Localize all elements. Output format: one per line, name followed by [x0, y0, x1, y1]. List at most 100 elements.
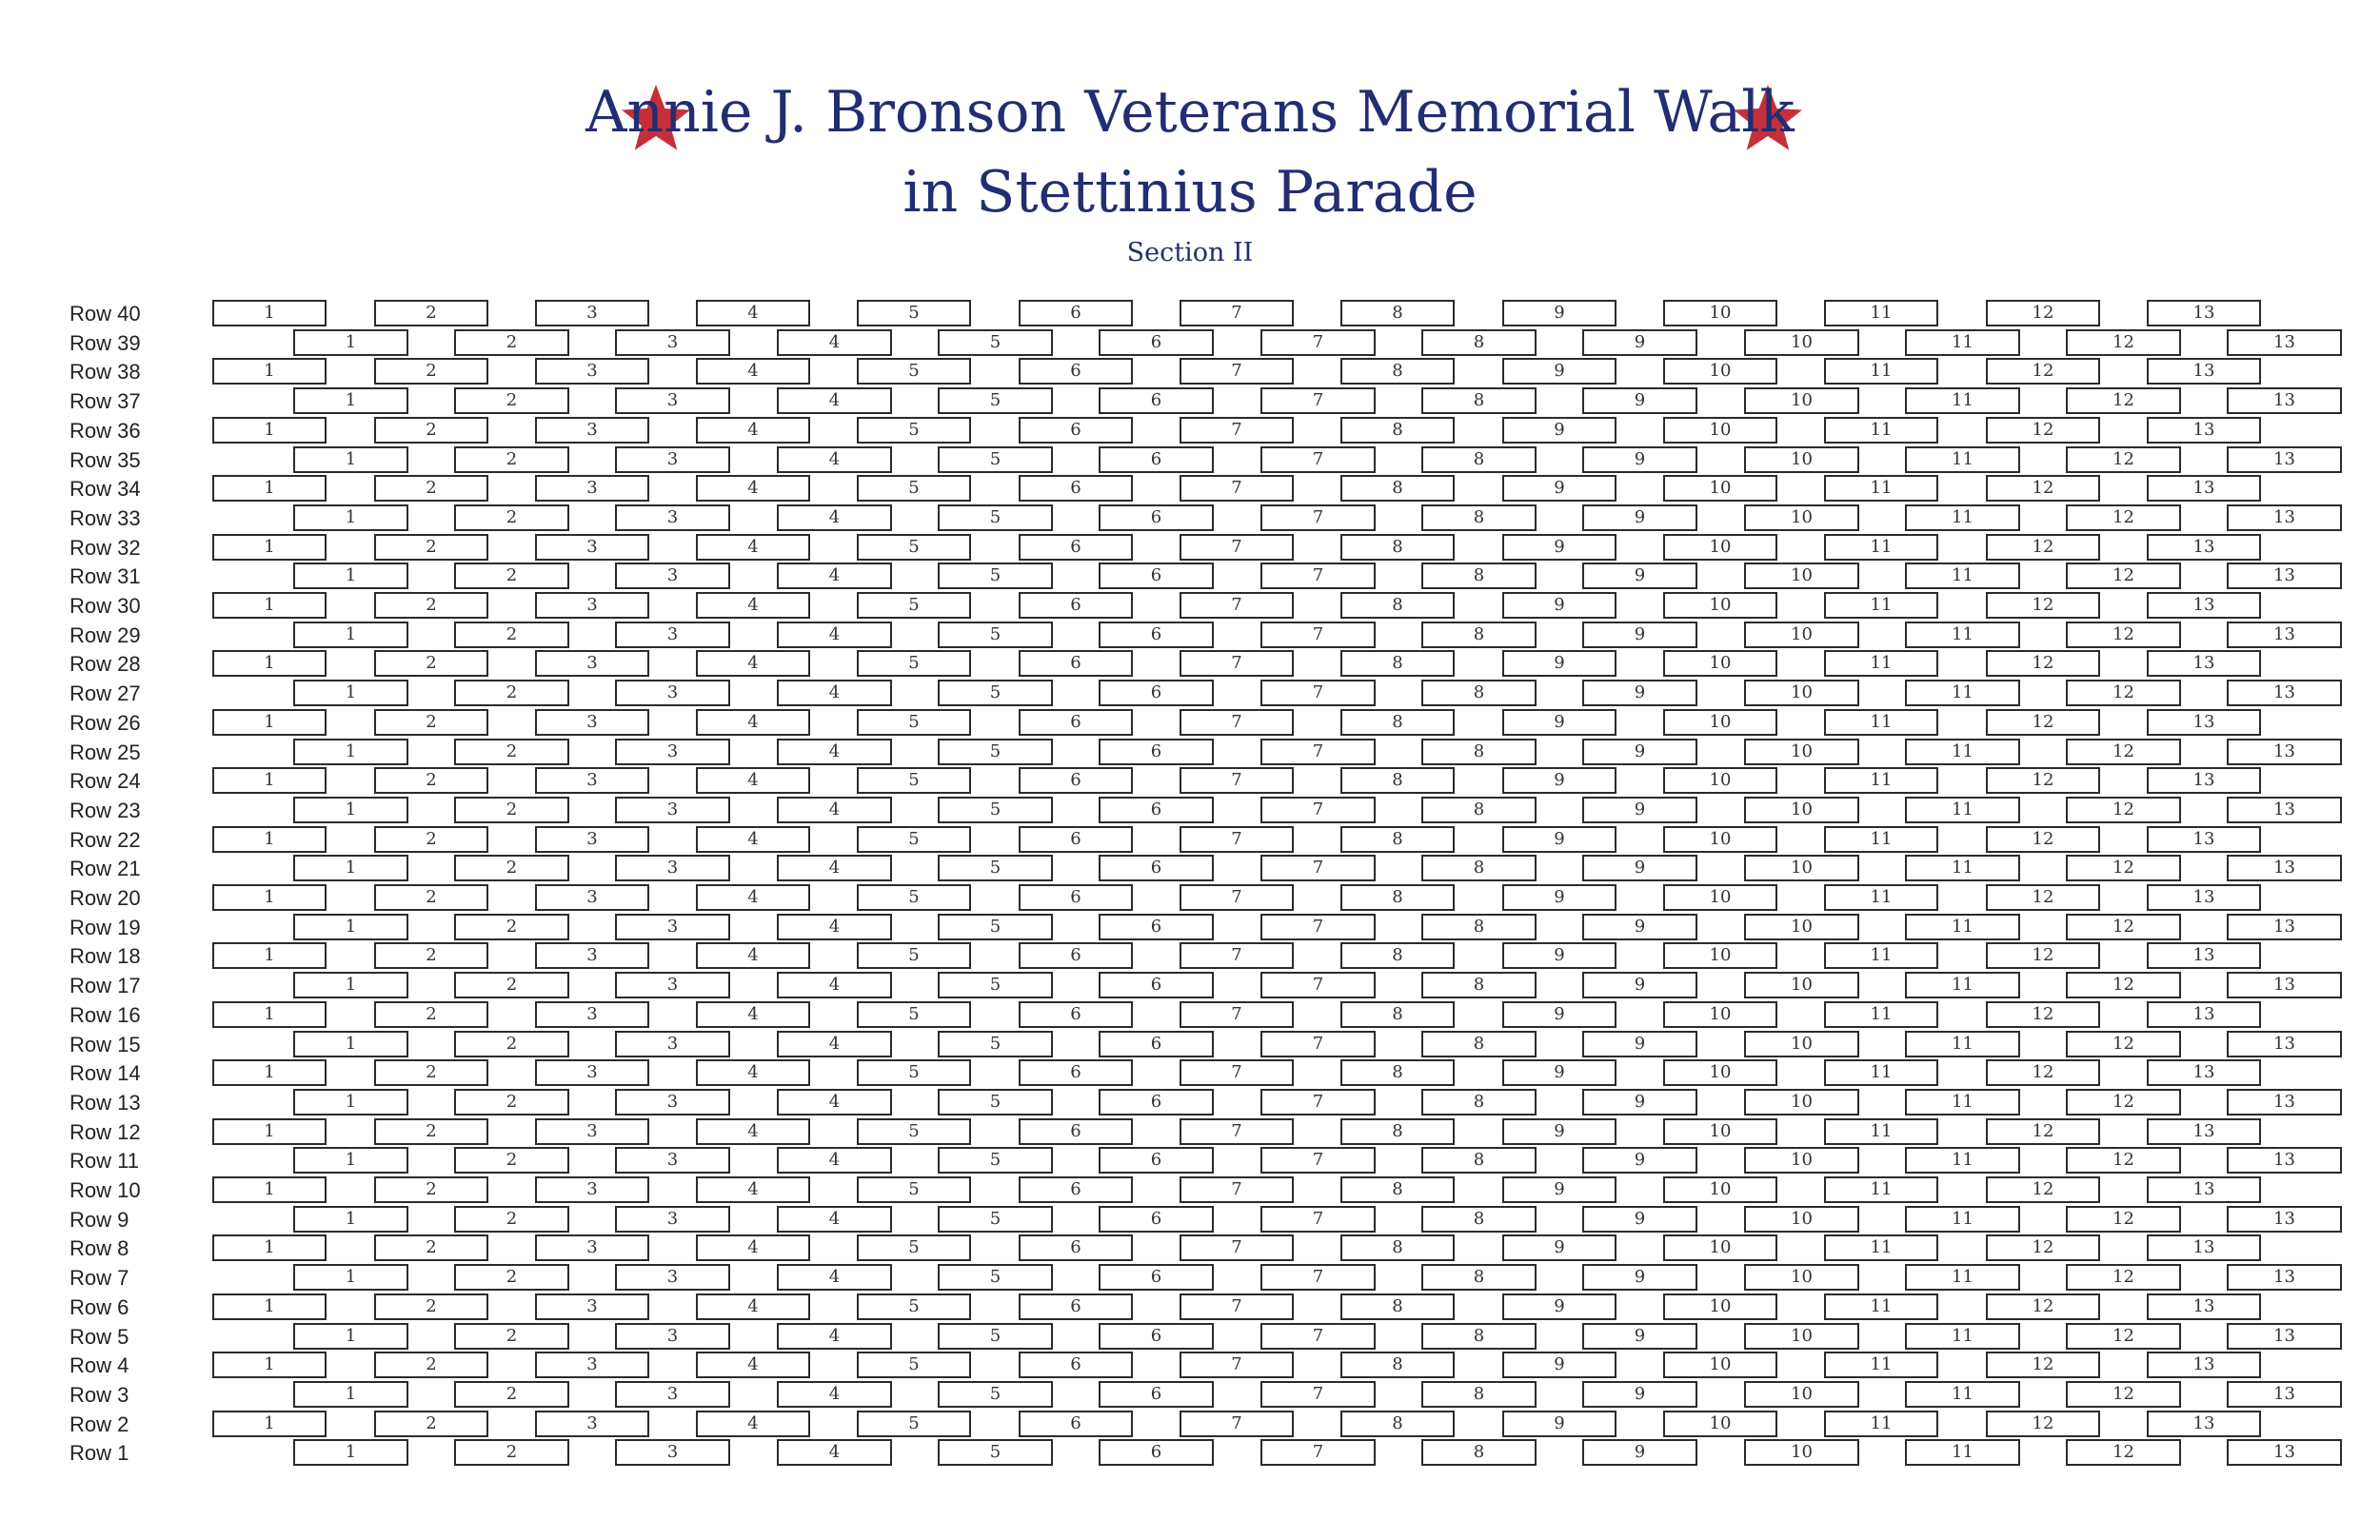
- brick[interactable]: 4: [777, 563, 892, 590]
- brick[interactable]: 12: [2066, 1088, 2181, 1116]
- brick[interactable]: 1: [293, 972, 408, 999]
- brick[interactable]: 12: [2066, 563, 2181, 590]
- brick[interactable]: 8: [1340, 1059, 1455, 1087]
- brick[interactable]: 1: [212, 592, 327, 619]
- brick[interactable]: 8: [1421, 1264, 1537, 1292]
- brick[interactable]: 8: [1340, 1176, 1455, 1203]
- brick[interactable]: 3: [535, 1117, 649, 1145]
- brick[interactable]: 7: [1260, 1147, 1376, 1175]
- brick[interactable]: 10: [1663, 1117, 1777, 1145]
- brick[interactable]: 9: [1502, 358, 1616, 385]
- brick[interactable]: 13: [2227, 1380, 2342, 1408]
- brick[interactable]: 3: [535, 1059, 649, 1087]
- brick[interactable]: 1: [293, 796, 408, 823]
- brick[interactable]: 9: [1582, 621, 1697, 648]
- brick[interactable]: 13: [2227, 503, 2342, 531]
- brick[interactable]: 1: [293, 1088, 408, 1116]
- brick[interactable]: 3: [615, 563, 730, 590]
- brick[interactable]: 11: [1824, 1059, 1938, 1087]
- brick[interactable]: 12: [1986, 416, 2100, 444]
- brick[interactable]: 13: [2227, 445, 2342, 473]
- brick[interactable]: 9: [1502, 884, 1616, 911]
- brick[interactable]: 12: [2066, 796, 2181, 823]
- brick[interactable]: 6: [1019, 1176, 1133, 1203]
- brick[interactable]: 3: [535, 475, 649, 503]
- brick[interactable]: 6: [1099, 1264, 1214, 1292]
- brick[interactable]: 8: [1421, 913, 1537, 940]
- brick[interactable]: 11: [1824, 942, 1938, 970]
- brick[interactable]: 11: [1905, 1030, 2020, 1057]
- brick[interactable]: 10: [1744, 1088, 1859, 1116]
- brick[interactable]: 5: [857, 1059, 971, 1087]
- brick[interactable]: 10: [1744, 1264, 1859, 1292]
- brick[interactable]: 1: [212, 825, 327, 853]
- brick[interactable]: 3: [615, 1380, 730, 1408]
- brick[interactable]: 7: [1260, 855, 1376, 882]
- brick[interactable]: 12: [1986, 1410, 2100, 1437]
- brick[interactable]: 6: [1099, 1439, 1214, 1467]
- brick[interactable]: 3: [615, 738, 730, 765]
- brick[interactable]: 3: [535, 1176, 649, 1203]
- brick[interactable]: 3: [535, 1352, 649, 1379]
- brick[interactable]: 13: [2227, 913, 2342, 940]
- brick[interactable]: 6: [1099, 445, 1214, 473]
- brick[interactable]: 10: [1663, 416, 1777, 444]
- brick[interactable]: 8: [1421, 796, 1537, 823]
- brick[interactable]: 13: [2227, 1322, 2342, 1350]
- brick[interactable]: 3: [535, 1234, 649, 1262]
- brick[interactable]: 10: [1744, 1147, 1859, 1175]
- brick[interactable]: 4: [696, 708, 810, 736]
- brick[interactable]: 7: [1260, 972, 1376, 999]
- brick[interactable]: 11: [1824, 650, 1938, 678]
- brick[interactable]: 8: [1340, 416, 1455, 444]
- brick[interactable]: 5: [938, 855, 1053, 882]
- brick[interactable]: 2: [454, 680, 569, 707]
- brick[interactable]: 4: [777, 855, 892, 882]
- brick[interactable]: 1: [212, 1000, 327, 1028]
- brick[interactable]: 6: [1099, 1322, 1214, 1350]
- brick[interactable]: 9: [1502, 300, 1616, 326]
- brick[interactable]: 7: [1260, 563, 1376, 590]
- brick[interactable]: 1: [212, 942, 327, 970]
- brick[interactable]: 9: [1502, 1059, 1616, 1087]
- brick[interactable]: 6: [1019, 1410, 1133, 1437]
- brick[interactable]: 7: [1260, 738, 1376, 765]
- brick[interactable]: 4: [696, 533, 810, 561]
- brick[interactable]: 13: [2227, 1439, 2342, 1467]
- brick[interactable]: 10: [1744, 1030, 1859, 1057]
- brick[interactable]: 5: [857, 1117, 971, 1145]
- brick[interactable]: 8: [1340, 300, 1455, 326]
- brick[interactable]: 10: [1744, 445, 1859, 473]
- brick[interactable]: 1: [212, 1176, 327, 1203]
- brick[interactable]: 12: [1986, 942, 2100, 970]
- brick[interactable]: 7: [1180, 767, 1294, 795]
- brick[interactable]: 6: [1019, 884, 1133, 911]
- brick[interactable]: 8: [1421, 621, 1537, 648]
- brick[interactable]: 3: [535, 1410, 649, 1437]
- brick[interactable]: 10: [1744, 680, 1859, 707]
- brick[interactable]: 4: [696, 300, 810, 326]
- brick[interactable]: 9: [1502, 1117, 1616, 1145]
- brick[interactable]: 13: [2147, 358, 2261, 385]
- brick[interactable]: 11: [1905, 680, 2020, 707]
- brick[interactable]: 4: [696, 825, 810, 853]
- brick[interactable]: 8: [1421, 387, 1537, 415]
- brick[interactable]: 7: [1180, 416, 1294, 444]
- brick[interactable]: 5: [857, 358, 971, 385]
- brick[interactable]: 4: [777, 445, 892, 473]
- brick[interactable]: 10: [1744, 1205, 1859, 1233]
- brick[interactable]: 11: [1905, 563, 2020, 590]
- brick[interactable]: 11: [1905, 972, 2020, 999]
- brick[interactable]: 5: [938, 913, 1053, 940]
- brick[interactable]: 13: [2227, 1264, 2342, 1292]
- brick[interactable]: 6: [1019, 942, 1133, 970]
- brick[interactable]: 10: [1663, 708, 1777, 736]
- brick[interactable]: 13: [2147, 1410, 2261, 1437]
- brick[interactable]: 11: [1905, 387, 2020, 415]
- brick[interactable]: 10: [1663, 300, 1777, 326]
- brick[interactable]: 1: [212, 300, 327, 326]
- brick[interactable]: 10: [1663, 1410, 1777, 1437]
- brick[interactable]: 7: [1260, 1322, 1376, 1350]
- brick[interactable]: 13: [2147, 475, 2261, 503]
- brick[interactable]: 9: [1582, 913, 1697, 940]
